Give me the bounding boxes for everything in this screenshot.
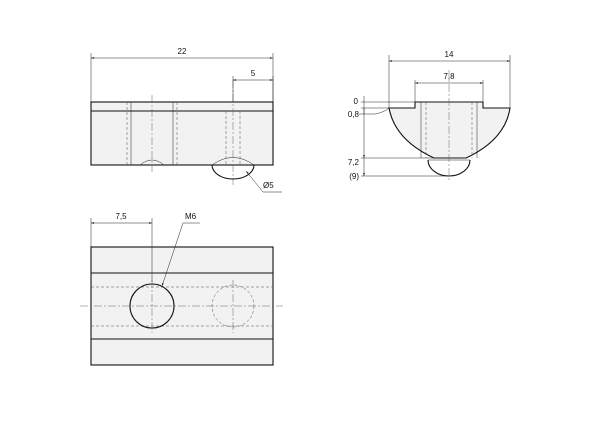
dim-9-label: (9) [349,172,359,181]
dim-0-8-label: 0,8 [348,110,360,119]
dim-22-label: 22 [178,47,187,56]
dim-0-label: 0 [354,97,359,106]
dim-front-length: 22 [90,47,274,102]
front-ball [211,164,255,180]
dim-7-5-label: 7,5 [115,212,127,221]
front-body-outline [90,101,274,166]
dim-side-width: 14 [388,50,511,108]
dim-5-label: 5 [251,69,256,78]
dim-side-top-width: 7,8 [414,72,484,102]
front-view [90,80,274,185]
top-view [80,246,283,366]
dim-top-offset: 7,5 [90,212,153,282]
side-view [388,70,511,182]
dim-ball-diameter-label: Ø5 [263,181,274,190]
side-body-outline [388,101,511,159]
dim-thread: M6 [161,212,200,287]
dim-ball-diameter: Ø5 [245,170,282,193]
dim-side-heights: 0 0,8 7,2 (9) [348,96,449,181]
dim-7-2-label: 7,2 [348,158,360,167]
dim-front-offset: 5 [232,69,274,102]
dim-7-8-label: 7,8 [443,72,455,81]
dim-m6-label: M6 [185,212,197,221]
dim-14-label: 14 [445,50,454,59]
